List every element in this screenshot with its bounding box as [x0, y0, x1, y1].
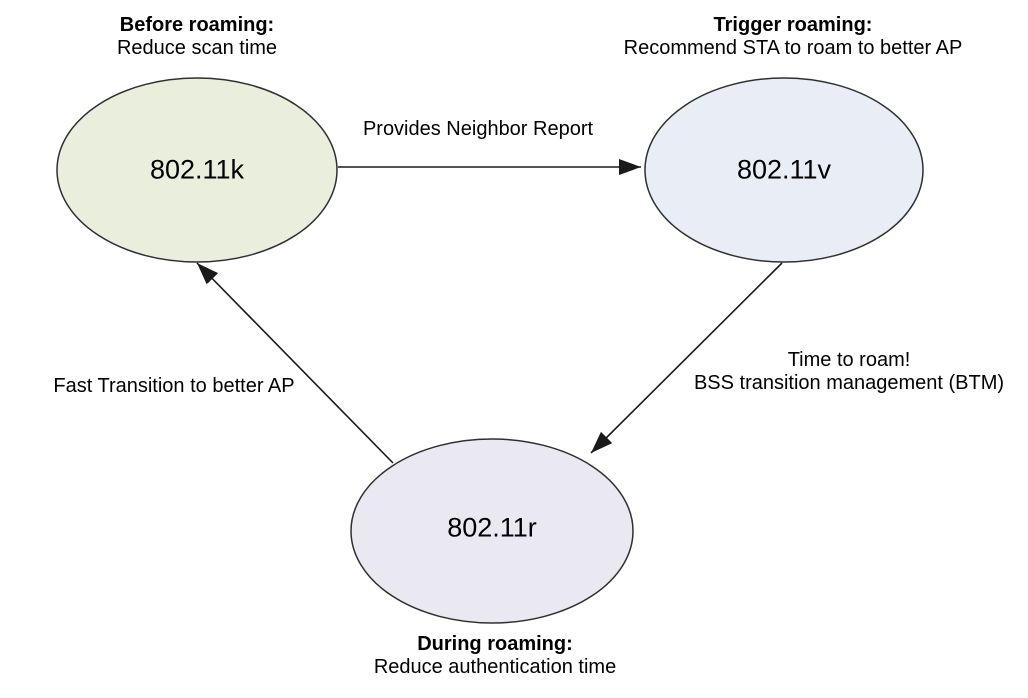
- arrow-v-to-r: [590, 262, 783, 454]
- caption-during-roaming: During roaming: Reduce authentication ti…: [374, 633, 616, 679]
- node-label-802-11r: 802.11r: [447, 512, 537, 543]
- caption-trigger-roaming-text: Recommend STA to roam to better AP: [623, 37, 963, 59]
- caption-trigger-roaming-title: Trigger roaming:: [713, 14, 873, 36]
- caption-during-roaming-title: During roaming:: [417, 633, 573, 655]
- node-ellipse-802-11v: [644, 77, 924, 263]
- edge-label-time-to-roam-line2: BSS transition management (BTM): [693, 372, 1005, 394]
- node-label-802-11v: 802.11v: [736, 154, 832, 185]
- caption-before-roaming-text: Reduce scan time: [116, 37, 278, 59]
- node-ellipse-802-11r: [350, 438, 634, 624]
- caption-before-roaming: Before roaming: Reduce scan time: [117, 14, 277, 60]
- edge-label-provides-neighbor-report: Provides Neighbor Report: [362, 118, 594, 140]
- caption-trigger-roaming: Trigger roaming: Recommend STA to roam t…: [624, 14, 963, 60]
- caption-during-roaming-text: Reduce authentication time: [373, 656, 617, 678]
- edge-label-time-to-roam-line1: Time to roam!: [787, 349, 911, 371]
- node-label-802-11k: 802.11k: [149, 154, 245, 185]
- edge-label-fast-transition: Fast Transition to better AP: [53, 375, 295, 397]
- caption-before-roaming-title: Before roaming:: [119, 14, 275, 36]
- edge-label-time-to-roam: Time to roam! BSS transition management …: [694, 349, 1004, 395]
- node-ellipse-802-11k: [56, 77, 338, 263]
- arrow-r-to-k: [196, 262, 394, 464]
